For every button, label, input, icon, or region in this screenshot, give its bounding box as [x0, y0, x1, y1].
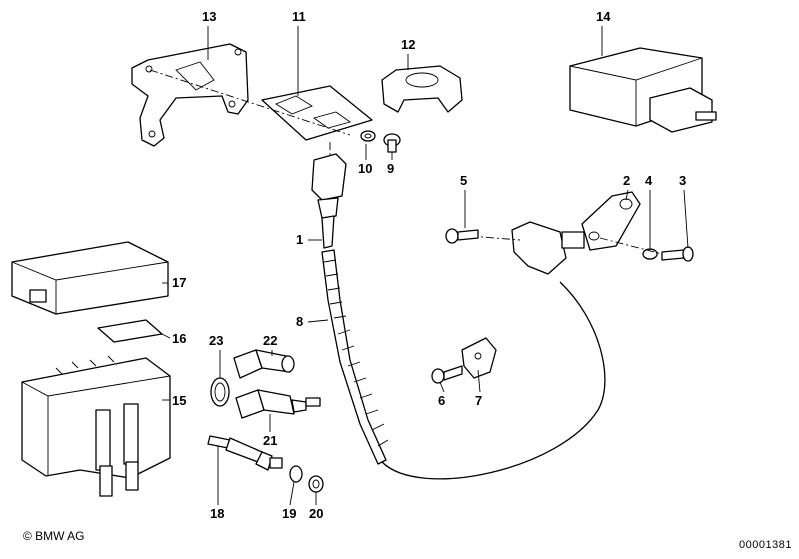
callout-1: 1 [296, 232, 304, 247]
part-18-glow-plug[interactable] [207, 435, 283, 471]
callout-5: 5 [460, 173, 468, 188]
callout-14: 14 [596, 9, 611, 24]
callout-21: 21 [263, 433, 278, 448]
part-1-cable[interactable] [311, 142, 347, 249]
callout-12: 12 [401, 37, 416, 52]
callout-17: 17 [172, 275, 187, 290]
callout-20: 20 [309, 506, 324, 521]
part-12-clip[interactable] [381, 65, 463, 113]
part-9-screw[interactable] [383, 133, 401, 153]
part-3-screw[interactable] [599, 237, 694, 262]
callout-4: 4 [645, 173, 653, 188]
callout-22: 22 [263, 333, 278, 348]
callout-23: 23 [209, 333, 224, 348]
callout-6: 6 [438, 393, 446, 408]
callout-9: 9 [387, 161, 395, 176]
part-11-plate[interactable] [149, 69, 373, 141]
callout-7: 7 [475, 393, 483, 408]
callout-2: 2 [623, 173, 631, 188]
callout-11: 11 [292, 9, 306, 24]
callout-8: 8 [296, 314, 304, 329]
part-19-washer[interactable] [289, 465, 303, 483]
sensor-head[interactable] [469, 221, 585, 275]
part-15-control-unit-box[interactable] [21, 355, 171, 497]
part-2-holder[interactable] [581, 191, 641, 251]
leader-lines [161, 26, 689, 506]
part-17-cover[interactable] [11, 241, 169, 315]
callout-3: 3 [679, 173, 687, 188]
part-14-relay[interactable] [569, 47, 717, 133]
callout-19: 19 [282, 506, 297, 521]
part-20-nut[interactable] [308, 475, 324, 493]
part-6-screw[interactable] [431, 365, 463, 384]
callout-18: 18 [210, 506, 225, 521]
part-8-protective-sleeve[interactable] [321, 249, 606, 480]
part-22-temperature-sensor[interactable] [233, 349, 295, 379]
copyright-text: © BMW AG [23, 529, 85, 543]
part-13-bracket[interactable] [131, 43, 249, 147]
image-number: 00001381 [739, 539, 792, 551]
part-7-clamp[interactable] [461, 337, 497, 379]
part-16-gasket[interactable] [97, 319, 163, 343]
part-10-washer[interactable] [360, 130, 376, 142]
part-5-screw[interactable] [445, 228, 479, 244]
callout-10: 10 [358, 161, 373, 176]
callout-15: 15 [172, 393, 187, 408]
callout-16: 16 [172, 331, 187, 346]
part-23-seal-ring[interactable] [210, 377, 230, 407]
callout-13: 13 [202, 9, 217, 24]
part-21-temperature-switch[interactable] [235, 389, 321, 419]
